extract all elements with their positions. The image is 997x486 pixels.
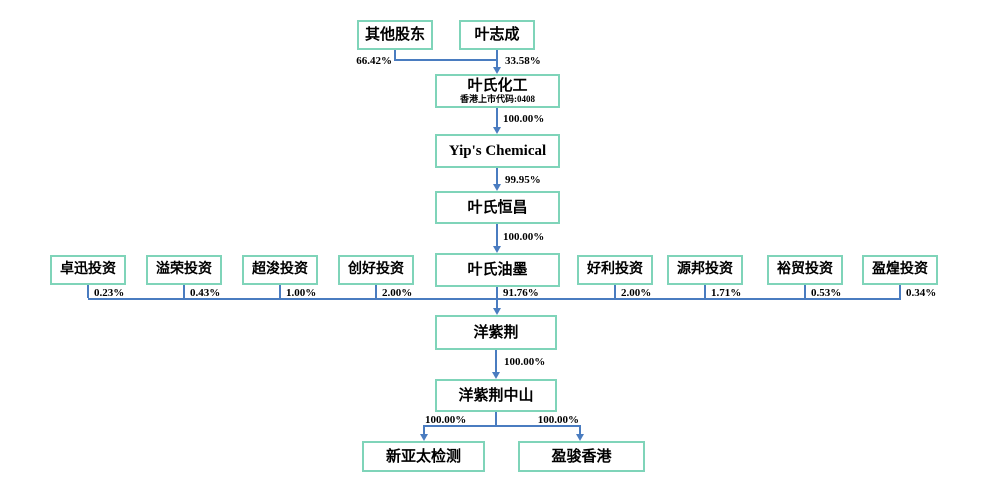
node-chuanghao-investment: 创好投资 <box>338 255 414 285</box>
node-label: 溢荣投资 <box>156 262 212 277</box>
connector-line <box>496 168 498 185</box>
node-sublabel-listing-code: 香港上市代码:0408 <box>460 94 535 104</box>
node-label: 源邦投资 <box>677 262 733 277</box>
node-label: 超浚投资 <box>252 262 308 277</box>
arrowhead-down-icon <box>493 308 501 315</box>
ownership-label-chuanghao: 2.00% <box>382 287 413 299</box>
ownership-label-yinghuang: 0.34% <box>906 287 937 299</box>
node-label: 盈煌投资 <box>872 262 928 277</box>
arrowhead-down-icon <box>576 434 584 441</box>
node-label: 叶氏化工 <box>467 78 528 94</box>
arrowhead-down-icon <box>493 127 501 134</box>
arrowhead-down-icon <box>492 372 500 379</box>
connector-line <box>495 350 497 373</box>
node-label: 其他股东 <box>364 27 425 43</box>
node-label: 盈骏香港 <box>551 448 612 465</box>
node-label: Yip's Chemical <box>448 143 547 159</box>
node-label: 洋紫荆 <box>473 324 519 341</box>
ownership-label-zhongshan-to-testing: 100.00% <box>425 414 467 426</box>
connector-line <box>704 285 706 298</box>
node-haoli-investment: 好利投资 <box>577 255 653 285</box>
connector-line <box>495 412 497 426</box>
arrowhead-down-icon <box>493 246 501 253</box>
node-ye-zhicheng: 叶志成 <box>459 20 535 50</box>
connector-line <box>614 285 616 298</box>
node-yuanbang-investment: 源邦投资 <box>667 255 743 285</box>
ownership-label-founder: 33.58% <box>505 55 541 67</box>
node-label: 好利投资 <box>587 262 643 277</box>
arrowhead-down-icon <box>493 67 501 74</box>
node-bauhinia-zhongshan: 洋紫荆中山 <box>435 379 557 412</box>
connector-line <box>579 425 581 435</box>
connector-line <box>423 425 425 435</box>
arrowhead-down-icon <box>493 184 501 191</box>
ownership-label-yuanbang: 1.71% <box>711 287 742 299</box>
arrowhead-down-icon <box>420 434 428 441</box>
node-label: 裕贸投资 <box>777 262 833 277</box>
connector-line <box>899 285 901 298</box>
node-label: 洋紫荆中山 <box>458 387 534 404</box>
node-yingjun-hongkong: 盈骏香港 <box>518 441 645 472</box>
node-yips-chemical: Yip's Chemical <box>435 134 560 168</box>
connector-line <box>496 50 498 68</box>
ownership-label-ink-to-bauhinia: 91.76% <box>503 287 539 299</box>
connector-line <box>394 59 497 61</box>
ownership-label-chaojun: 1.00% <box>286 287 317 299</box>
node-label: 卓迅投资 <box>60 262 116 277</box>
connector-line <box>804 285 806 298</box>
connector-line <box>423 425 581 427</box>
node-label: 新亚太检测 <box>385 448 461 465</box>
ownership-label-hengchang-to-ink: 100.00% <box>503 231 545 243</box>
node-bauhinia: 洋紫荆 <box>435 315 557 350</box>
connector-line <box>496 108 498 128</box>
node-other-shareholders: 其他股东 <box>357 20 433 50</box>
node-zhuoxun-investment: 卓迅投资 <box>50 255 126 285</box>
node-yumao-investment: 裕贸投资 <box>767 255 843 285</box>
node-label: 创好投资 <box>348 262 404 277</box>
ownership-label-zhuoxun: 0.23% <box>94 287 125 299</box>
connector-line <box>87 285 89 298</box>
ownership-label-yirong: 0.43% <box>190 287 221 299</box>
node-chaojun-investment: 超浚投资 <box>242 255 318 285</box>
node-yes-hengchang: 叶氏恒昌 <box>435 191 560 224</box>
ownership-label-yips-to-hengchang: 99.95% <box>505 174 541 186</box>
connector-line <box>394 50 396 61</box>
ownership-label-other-shareholders: 66.42% <box>356 55 392 67</box>
connector-bus-line <box>88 298 901 300</box>
connector-line <box>375 285 377 298</box>
connector-line <box>496 287 498 309</box>
ownership-label-chemical-to-yips: 100.00% <box>503 113 545 125</box>
node-yinghuang-investment: 盈煌投资 <box>862 255 938 285</box>
node-yes-chemical: 叶氏化工 香港上市代码:0408 <box>435 74 560 108</box>
node-yirong-investment: 溢荣投资 <box>146 255 222 285</box>
node-new-asia-pacific-testing: 新亚太检测 <box>362 441 485 472</box>
ownership-label-haoli: 2.00% <box>621 287 652 299</box>
connector-line <box>183 285 185 298</box>
node-yes-ink: 叶氏油墨 <box>435 253 560 287</box>
ownership-label-yumao: 0.53% <box>811 287 842 299</box>
ownership-label-zhongshan-to-yingjun: 100.00% <box>537 414 579 426</box>
node-label: 叶氏恒昌 <box>467 199 528 216</box>
connector-line <box>496 224 498 247</box>
node-label: 叶志成 <box>474 27 520 43</box>
node-label: 叶氏油墨 <box>467 262 528 278</box>
connector-line <box>279 285 281 298</box>
ownership-label-bauhinia-to-zhongshan: 100.00% <box>504 356 546 368</box>
